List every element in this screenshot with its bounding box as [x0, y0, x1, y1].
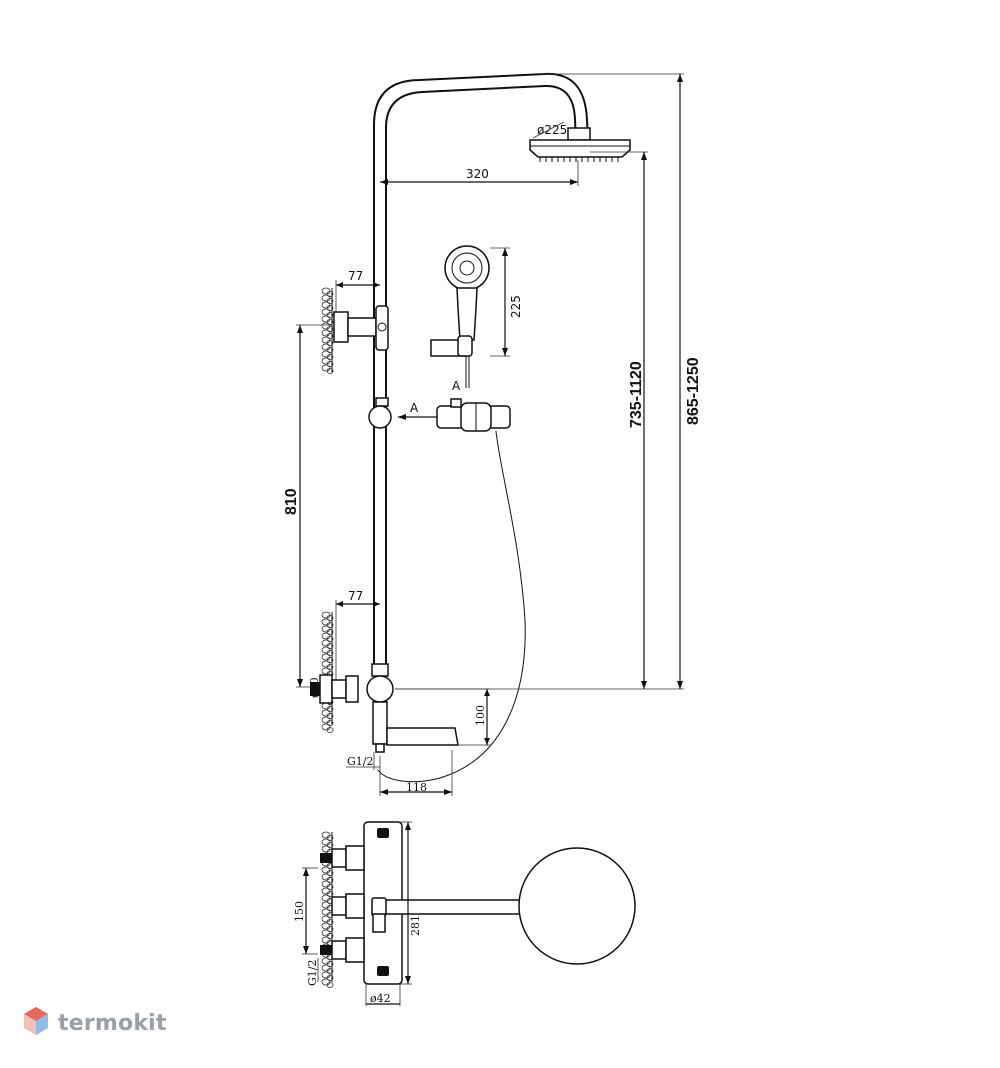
lower-bracket-offset-label: 77	[348, 589, 363, 603]
wall-stone	[321, 978, 331, 986]
wall-stone	[321, 660, 331, 668]
body-diameter-top-label: ø42	[370, 992, 391, 1005]
wall-stone	[321, 653, 331, 661]
wall-stone	[321, 632, 331, 640]
wall-stone	[321, 322, 331, 330]
wall-stone	[321, 971, 331, 979]
mixer-front: ø60	[308, 663, 459, 753]
wall-stone	[321, 915, 331, 923]
inlet-thread-top-label: G1/2	[306, 960, 319, 987]
wall-stone	[321, 357, 331, 365]
wall-stone	[321, 716, 331, 724]
wall-stone	[321, 667, 331, 675]
mixer-body-diameter-label: ø60	[308, 677, 321, 698]
handshower-length-label: 225	[509, 295, 523, 318]
plan-stub-body	[345, 845, 365, 871]
plan-stub-flange	[331, 940, 347, 960]
wall-stone	[321, 901, 331, 909]
shower-riser	[373, 72, 589, 675]
plan-stub-flange	[331, 896, 347, 916]
inlet-spacing-label: 150	[293, 901, 306, 922]
mixer-length-label: 281	[409, 915, 422, 936]
wall-stone	[321, 936, 331, 944]
watermark: termokit	[22, 1003, 167, 1043]
arm-length-dimension: 320	[380, 160, 579, 186]
wall-stone	[321, 880, 331, 888]
shower-hose	[377, 430, 526, 783]
top-wall-bracket: 77	[321, 269, 389, 374]
spout-length-label: 118	[406, 781, 427, 794]
total-height-dimension: 865-1250	[395, 73, 702, 690]
wall-stone	[321, 625, 331, 633]
wall-stone	[321, 957, 331, 965]
bracket-spacing-dimension: 810	[283, 324, 332, 688]
hand-shower: 225 A	[430, 245, 523, 393]
plan-view: 150 G1/2 281 ø42	[293, 821, 636, 1006]
wall-stone	[326, 368, 334, 374]
riser-slider: A	[368, 397, 440, 429]
wall-stone	[321, 845, 331, 853]
total-height-label: 865-1250	[685, 357, 702, 425]
wall-stone	[326, 982, 334, 988]
wall-stone	[321, 639, 331, 647]
plan-stub-body	[345, 937, 365, 963]
wall-stone	[321, 308, 331, 316]
wall-stone	[321, 364, 331, 372]
wall-stone	[321, 831, 331, 839]
plan-stub-inlet	[320, 945, 332, 955]
wall-stone	[321, 702, 331, 710]
wall-stone	[321, 887, 331, 895]
wall-stone	[321, 838, 331, 846]
wall-stone	[321, 709, 331, 717]
arm-length-label: 320	[466, 167, 489, 181]
view-arrow-label: A	[410, 401, 419, 415]
wall-stone	[321, 866, 331, 874]
inlet-thread-dimension: G1/2	[346, 752, 380, 770]
wall-stone	[321, 929, 331, 937]
plan-stub-inlet	[320, 853, 332, 863]
head-height-label: 735-1120	[628, 361, 645, 428]
wall-stone	[321, 301, 331, 309]
wall-stone	[321, 723, 331, 731]
wall-stone	[321, 287, 331, 295]
wall-stone	[321, 618, 331, 626]
plan-stub-body	[345, 893, 365, 919]
wall-stone	[321, 894, 331, 902]
view-label: A	[452, 379, 461, 393]
head-height-dimension: 735-1120	[590, 151, 648, 689]
wall-stone	[321, 611, 331, 619]
wall-stone	[321, 294, 331, 302]
wall-stone	[321, 873, 331, 881]
spout-length-dimension: 118	[379, 750, 453, 796]
showerhead-diameter-label: ø225	[537, 123, 567, 137]
wall-stone	[321, 922, 331, 930]
wall-stone	[321, 964, 331, 972]
wall-stone	[326, 727, 334, 733]
wall-stone	[321, 329, 331, 337]
wall-stone	[321, 350, 331, 358]
bracket-spacing-label: 810	[283, 488, 300, 515]
spout-height-label: 100	[474, 705, 487, 726]
wall-stone	[321, 336, 331, 344]
wall-stone	[321, 343, 331, 351]
holder-view-a	[436, 398, 511, 432]
top-bracket-offset-label: 77	[348, 269, 363, 283]
wall-stone	[321, 646, 331, 654]
wall-stone	[321, 315, 331, 323]
overhead-shower-head: ø225	[529, 121, 631, 162]
inlet-thread-label: G1/2	[347, 755, 374, 768]
lower-bracket: 77	[321, 589, 380, 733]
termokit-logo-icon	[24, 1007, 48, 1035]
plan-stub-flange	[331, 848, 347, 868]
wall-stone	[321, 908, 331, 916]
watermark-text: termokit	[58, 1010, 167, 1036]
